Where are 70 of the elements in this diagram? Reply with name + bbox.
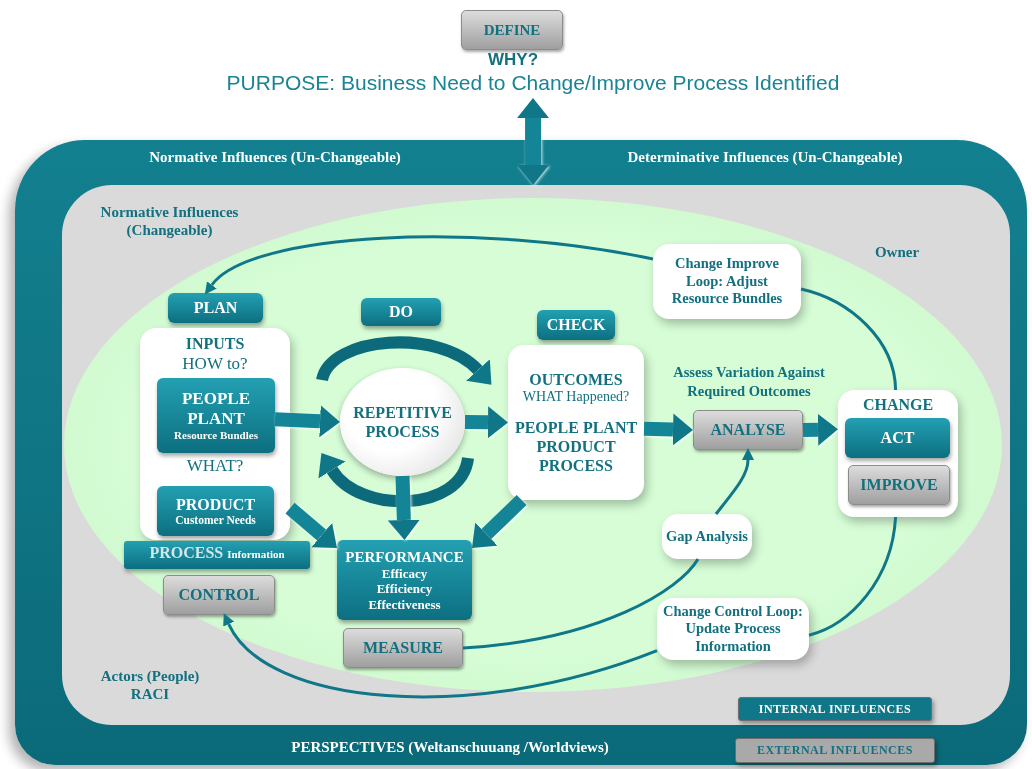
box-title: ANALYSE (710, 420, 786, 440)
text-card (140, 328, 290, 540)
purpose-text: PURPOSE: Business Need to Change/Improve Process Identified (163, 68, 903, 98)
box-title: DEFINE (483, 21, 541, 39)
block-arrow (464, 406, 508, 439)
box-title: OUTCOMES (529, 369, 623, 389)
box-text: Actors (People) RACI (99, 667, 201, 703)
box-text: PERSPECTIVES (Weltanschuuang /Worldviews) (290, 738, 610, 756)
block-arrow (517, 98, 550, 185)
box-title: CHECK (546, 315, 606, 335)
block-arrow (802, 413, 838, 446)
box-title: PROCESS (149, 543, 224, 563)
inner-panel (62, 185, 1010, 725)
box-text: Owner (873, 243, 921, 261)
step-box (157, 486, 274, 536)
step-box (337, 540, 472, 620)
box-title: CHANGE (861, 395, 935, 415)
box-text: Determinative Influences (Un-Changeable) (626, 148, 904, 166)
block-arrow (643, 413, 693, 446)
box-text: PEOPLE PLANT PRODUCT PROCESS (513, 417, 639, 476)
block-arrow (472, 494, 527, 548)
box-text: Efficiency (376, 581, 433, 597)
step-box (845, 418, 950, 458)
text-card (508, 345, 644, 500)
box-title: Gap Analysis (666, 527, 748, 546)
step-button (163, 575, 275, 615)
loop-arrow (203, 235, 654, 293)
step-button (848, 465, 950, 505)
box-title: PERFORMANCE (345, 547, 464, 566)
box-title: PRODUCT (175, 494, 256, 514)
box-text: WHAT Happened? (522, 388, 630, 406)
box-title: INPUTS (184, 334, 246, 354)
box-title: MEASURE (363, 638, 443, 658)
caption-text: WHY? (486, 49, 539, 71)
box-title: IMPROVE (860, 475, 938, 495)
step-box (361, 298, 441, 326)
box-text: HOW to? (181, 354, 249, 375)
box-title: PEOPLE PLANT (181, 388, 251, 430)
box-title: REPETITIVE PROCESS (352, 402, 453, 442)
box-title: CONTROL (178, 585, 260, 605)
loop-arrow (714, 448, 754, 515)
text-card (662, 514, 752, 559)
step-button (343, 628, 463, 668)
box-title: Change Control Loop: Update Process Information (662, 602, 804, 656)
box-title: Normative Influences (Un-Changeable) (148, 148, 402, 166)
information-bar (124, 541, 310, 569)
box-text: Efficacy (381, 565, 428, 582)
box-title: PLAN (193, 298, 238, 318)
box-text: WHAT? (185, 456, 245, 477)
legend-item: INTERNAL INFLUENCES (738, 697, 932, 721)
box-title: ACT (880, 428, 915, 448)
step-box (168, 293, 263, 323)
step-box (537, 310, 615, 340)
box-text: Resource Bundles (174, 429, 258, 443)
box-text: Customer Needs (175, 513, 256, 528)
box-text: Effectiveness (368, 596, 441, 613)
caption-text: Assess Variation Against Required Outcomes (672, 363, 826, 401)
block-arrow (387, 475, 420, 540)
box-title: Change Improve Loop: Adjust Resource Bundles (670, 255, 784, 308)
loop-arrow (222, 614, 658, 699)
box-text: Information (227, 548, 285, 562)
block-arrow (274, 405, 340, 438)
legend-item: EXTERNAL INFLUENCES (735, 738, 935, 763)
step-box (157, 378, 275, 453)
box-title: DO (389, 302, 413, 322)
outer-frame (15, 140, 1027, 765)
box-title: Normative Influences (Changeable) (99, 203, 240, 239)
block-arrow (285, 502, 337, 548)
text-card (653, 244, 801, 319)
text-card (838, 390, 958, 517)
